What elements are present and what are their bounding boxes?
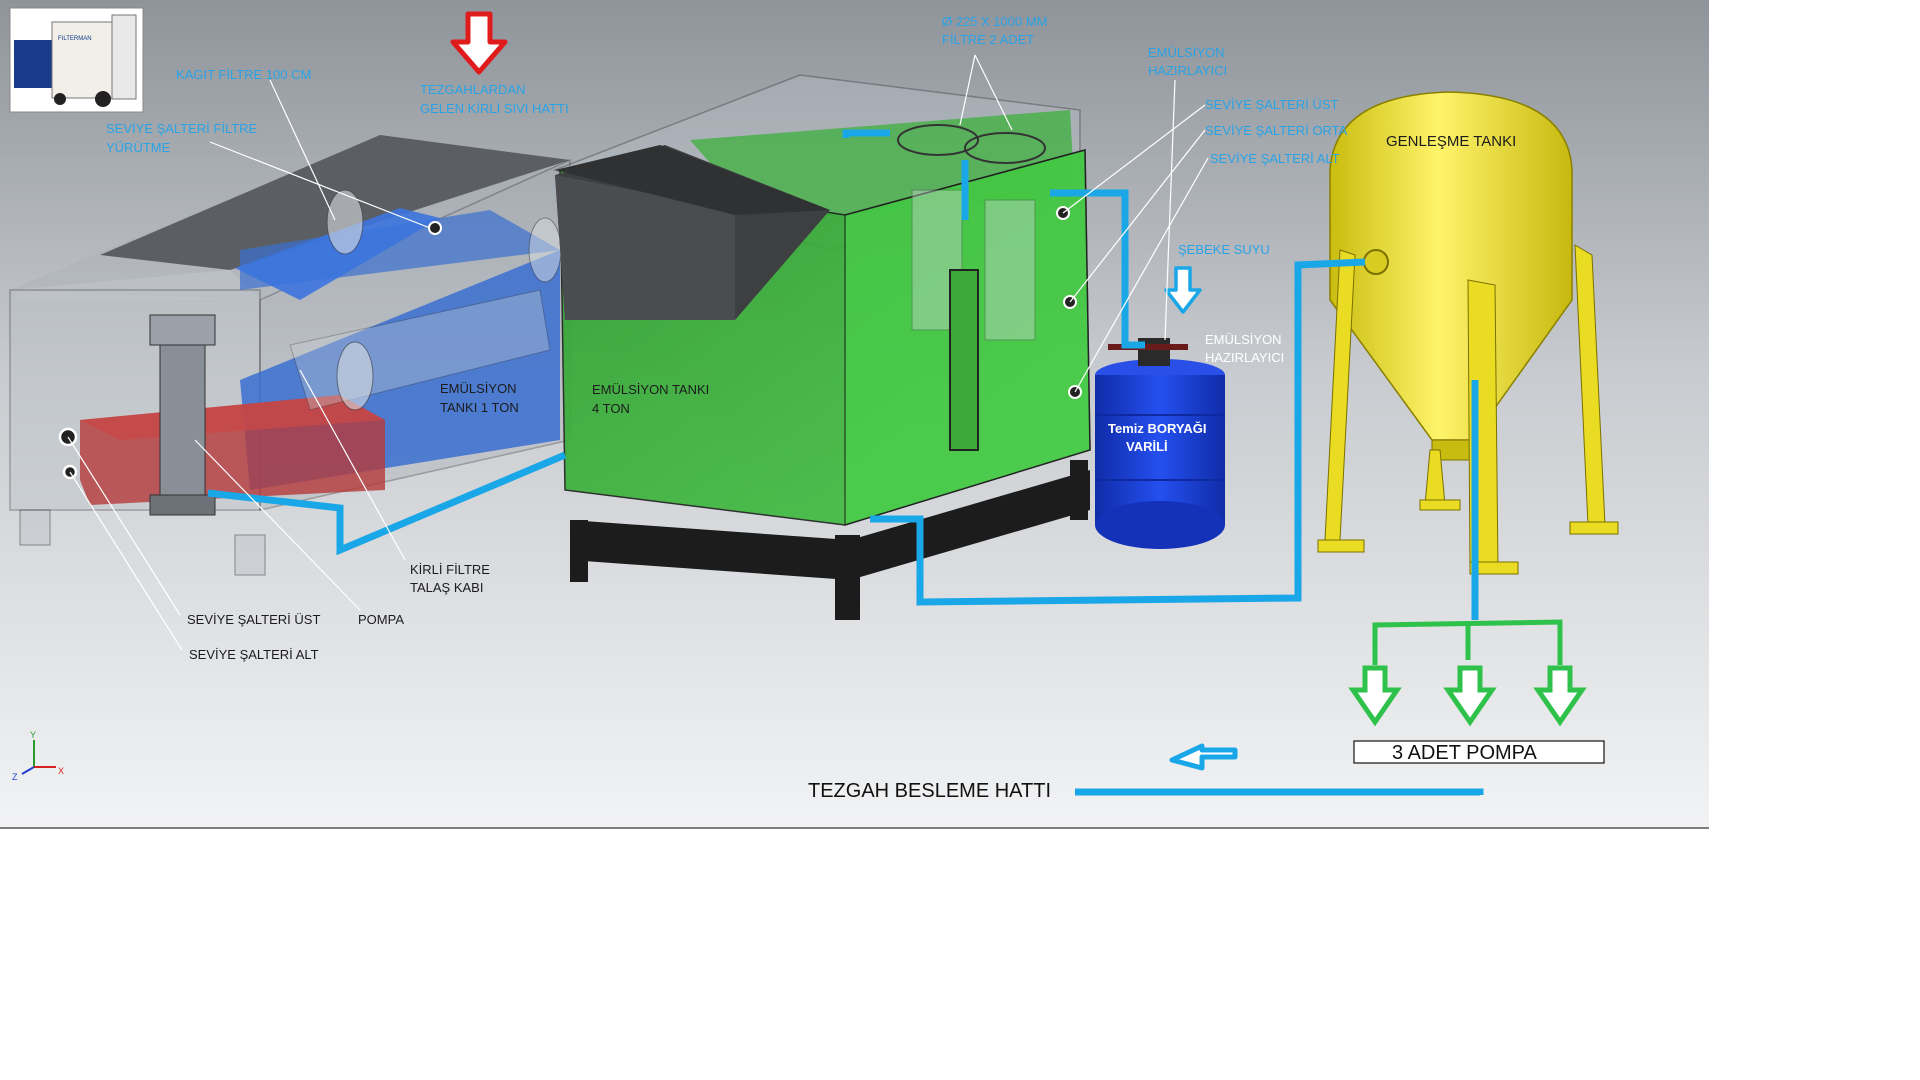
label-dirty-filter-1: KİRLİ FİLTRE — [410, 562, 490, 577]
label-level-switch-filter-2: YÜRÜTME — [106, 140, 171, 155]
label-emulsion-preparer-mid-2: HAZIRLAYICI — [1205, 350, 1284, 365]
label-tank-4-ton-1: EMÜLSİYON TANKI — [592, 382, 709, 397]
callout-leaders — [67, 54, 1209, 651]
label-level-switch-low-left: SEVİYE ŞALTERİ ALT — [189, 647, 319, 662]
axis-z-label: Z — [12, 772, 18, 782]
label-clean-oil-drum-2: VARİLİ — [1126, 439, 1168, 454]
label-emulsion-preparer-top-2: HAZIRLAYICI — [1148, 63, 1227, 78]
supply-arrow-icon — [1169, 743, 1238, 771]
pipe-network — [207, 129, 1484, 796]
label-dirty-line-1: TEZGAHLARDAN — [420, 82, 525, 97]
axis-triad: Y X Z — [12, 730, 64, 782]
expansion-tank — [1317, 91, 1619, 575]
label-filter-size-2: FİLTRE 2 ADET — [942, 32, 1034, 47]
three-pumps-box: 3 ADET POMPA — [1353, 740, 1605, 764]
pump-arrow-right-icon — [1533, 665, 1587, 727]
label-level-switch-mid-right: SEVİYE ŞALTERİ ORTA — [1205, 123, 1348, 138]
mains-water-arrow-icon — [1164, 266, 1202, 314]
label-expansion-tank: GENLEŞME TANKI — [1386, 133, 1516, 150]
thumbnail-logo-text: FILTERMAN — [58, 36, 92, 42]
label-dirty-filter-2: TALAŞ KABI — [410, 580, 483, 595]
label-level-switch-filter-1: SEVİYE ŞALTERİ FİLTRE — [106, 121, 258, 136]
axis-x-label: X — [58, 766, 64, 776]
label-tank-1-ton-1: EMÜLSİYON — [440, 381, 517, 396]
label-emulsion-preparer-mid-1: EMÜLSİYON — [1205, 332, 1282, 347]
label-paper-filter: KAGIT FİLTRE 100 CM — [176, 67, 311, 82]
label-level-switch-top-left: SEVİYE ŞALTERİ ÜST — [187, 612, 320, 627]
label-emulsion-preparer-top-1: EMÜLSİYON — [1148, 45, 1225, 60]
label-mains-water: ŞEBEKE SUYU — [1178, 242, 1270, 257]
label-filter-size-1: Ø 225 X 1000 MM — [942, 14, 1048, 29]
dirty-inlet-arrow-icon — [450, 11, 508, 75]
pump-distribution-lines — [1372, 619, 1563, 665]
emulsion-tank-4-ton — [552, 74, 1091, 620]
label-level-switch-low-right: SEVİYE ŞALTERİ ALT — [1210, 151, 1340, 166]
emulsion-tank-1-ton — [9, 135, 571, 576]
pump-arrow-left-icon — [1348, 665, 1402, 727]
label-three-pumps: 3 ADET POMPA — [1392, 742, 1538, 764]
label-tank-4-ton-2: 4 TON — [592, 401, 630, 416]
label-dirty-line-2: GELEN KİRLİ SIVI HATTI — [420, 101, 569, 116]
pump-arrow-middle-icon — [1443, 665, 1497, 727]
label-tank-1-ton-2: TANKI 1 TON — [440, 400, 519, 415]
product-thumbnail: FILTERMAN — [9, 7, 144, 113]
label-level-switch-top-right: SEVİYE ŞALTERİ ÜST — [1205, 97, 1338, 112]
label-machine-supply-line: TEZGAH BESLEME HATTI — [808, 780, 1051, 802]
label-clean-oil-drum-1: Temiz BORYAĞI — [1108, 421, 1206, 436]
clean-oil-drum — [1095, 338, 1225, 549]
axis-y-label: Y — [30, 730, 36, 740]
label-pump: POMPA — [358, 612, 404, 627]
